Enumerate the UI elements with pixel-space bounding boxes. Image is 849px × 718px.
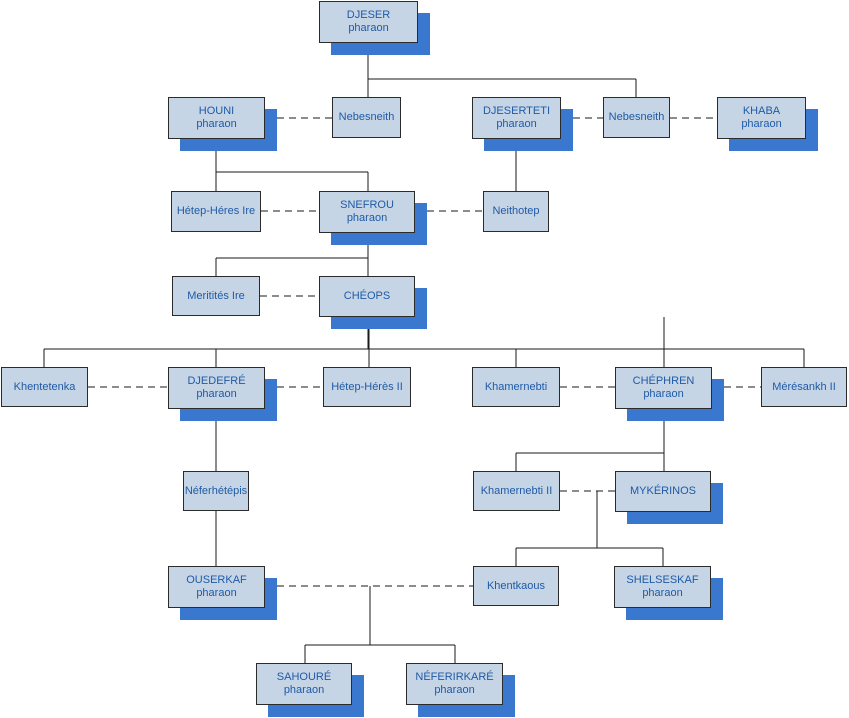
node-sahoure[interactable]: SAHOURÉ pharaon: [256, 663, 352, 705]
node-cheops[interactable]: CHÉOPS: [319, 276, 415, 317]
person-name: Nebesneith: [608, 111, 665, 123]
node-neferhetepis[interactable]: Néferhétépis: [183, 471, 249, 511]
person-title: pharaon: [642, 587, 683, 599]
person-name: DJESERTETI: [482, 105, 551, 117]
node-meresankh-2[interactable]: Mérésankh II: [761, 367, 847, 407]
person-name: Khentkaous: [486, 579, 546, 592]
person-title: pharaon: [496, 118, 537, 130]
person-name: Meritités Ire: [187, 289, 245, 302]
person-name: SHELSESKAF: [626, 574, 699, 586]
person-name: HOUNI: [198, 105, 235, 117]
person-name: OUSERKAF: [186, 574, 247, 586]
person-name: Khamernebti: [484, 380, 548, 393]
person-title: pharaon: [643, 388, 684, 400]
person-name: Hétep-Hérès II: [331, 380, 403, 393]
node-shelseskaf[interactable]: SHELSESKAF pharaon: [614, 566, 711, 608]
person-name: SNEFROU: [340, 199, 394, 211]
node-hetep-heres-2[interactable]: Hétep-Hérès II: [323, 367, 411, 407]
person-name: KHABA: [742, 105, 781, 117]
node-nebesneith-1[interactable]: Nebesneith: [332, 97, 401, 138]
person-title: pharaon: [283, 684, 325, 696]
person-title: pharaon: [348, 22, 389, 34]
node-djeserteti[interactable]: DJESERTETI pharaon: [472, 97, 561, 139]
node-khamernebti[interactable]: Khamernebti: [472, 367, 560, 407]
node-neferirkare[interactable]: NÉFERIRKARÉ pharaon: [406, 663, 503, 705]
node-mykerinos[interactable]: MYKÉRINOS: [615, 471, 711, 512]
person-title: pharaon: [196, 388, 237, 400]
person-title: pharaon: [196, 118, 237, 130]
person-name: Neithotep: [492, 205, 540, 217]
person-name: Nebesneith: [338, 111, 395, 123]
person-title: pharaon: [741, 118, 782, 130]
node-khentetenka[interactable]: Khentetenka: [1, 367, 88, 407]
person-name: SAHOURÉ: [276, 671, 332, 683]
person-title: pharaon: [434, 684, 475, 696]
person-title: pharaon: [196, 587, 237, 599]
person-name: Mérésankh II: [772, 380, 836, 393]
node-djedefre[interactable]: DJEDEFRÉ pharaon: [168, 367, 265, 409]
person-name: MYKÉRINOS: [629, 485, 696, 497]
person-name: CHÉPHREN: [632, 375, 695, 387]
person-name: Khentetenka: [13, 380, 76, 393]
node-khaba[interactable]: KHABA pharaon: [717, 97, 806, 139]
person-name: Hétep-Héres Ire: [176, 205, 256, 217]
node-neithotep[interactable]: Neithotep: [483, 191, 549, 232]
node-snefrou[interactable]: SNEFROU pharaon: [319, 191, 415, 233]
node-khentkaous[interactable]: Khentkaous: [473, 566, 559, 606]
person-title: pharaon: [346, 212, 388, 224]
node-djeser[interactable]: DJESER pharaon: [319, 1, 418, 43]
node-houni[interactable]: HOUNI pharaon: [168, 97, 265, 139]
node-chephren[interactable]: CHÉPHREN pharaon: [615, 367, 712, 409]
person-name: DJESER: [346, 9, 391, 21]
person-name: DJEDEFRÉ: [187, 375, 246, 387]
person-name: CHÉOPS: [343, 290, 391, 302]
person-name: Khamernebti II: [480, 484, 553, 497]
node-khamernebti-2[interactable]: Khamernebti II: [473, 471, 560, 511]
person-name: Néferhétépis: [184, 484, 248, 497]
node-meritites[interactable]: Meritités Ire: [172, 276, 260, 316]
person-name: NÉFERIRKARÉ: [415, 671, 494, 683]
node-ouserkaf[interactable]: OUSERKAF pharaon: [168, 566, 265, 608]
node-hetep-heres-1[interactable]: Hétep-Héres Ire: [171, 191, 261, 232]
node-nebesneith-2[interactable]: Nebesneith: [603, 97, 670, 138]
